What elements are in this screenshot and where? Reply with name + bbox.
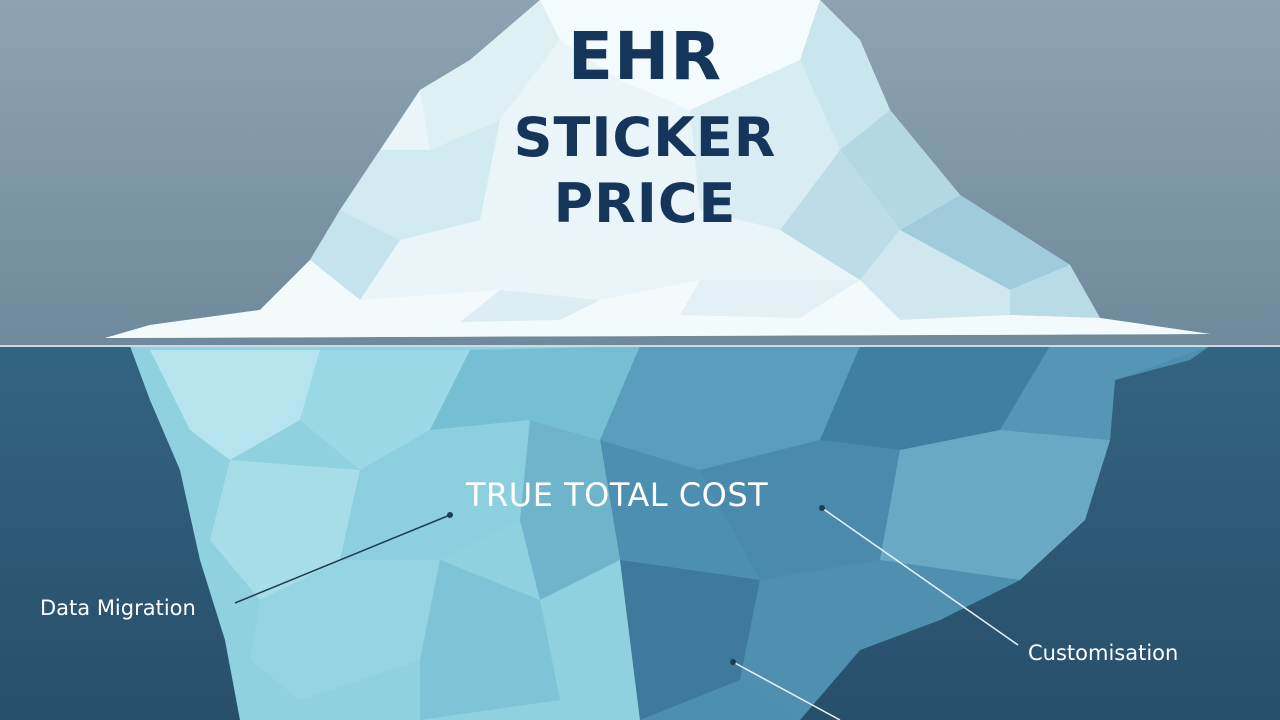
leader-line-data-migration bbox=[234, 514, 451, 604]
leader-dot-data-migration bbox=[447, 512, 453, 518]
leader-line-customisation bbox=[821, 507, 1019, 646]
iceberg-underwater bbox=[130, 346, 1210, 720]
true-total-cost-label: TRUE TOTAL COST bbox=[466, 476, 769, 514]
title-line-price: PRICE bbox=[553, 172, 737, 235]
iceberg-above-water bbox=[105, 0, 1210, 338]
data-migration-label: Data Migration bbox=[40, 596, 196, 620]
leader-dot-lower bbox=[730, 659, 736, 665]
leader-lines bbox=[234, 505, 1019, 720]
leader-dot-customisation bbox=[819, 505, 825, 511]
customisation-label: Customisation bbox=[1028, 641, 1179, 665]
title-line-sticker: STICKER bbox=[513, 106, 777, 169]
leader-line-lower bbox=[732, 661, 841, 720]
title-line-ehr: EHR bbox=[567, 18, 723, 95]
